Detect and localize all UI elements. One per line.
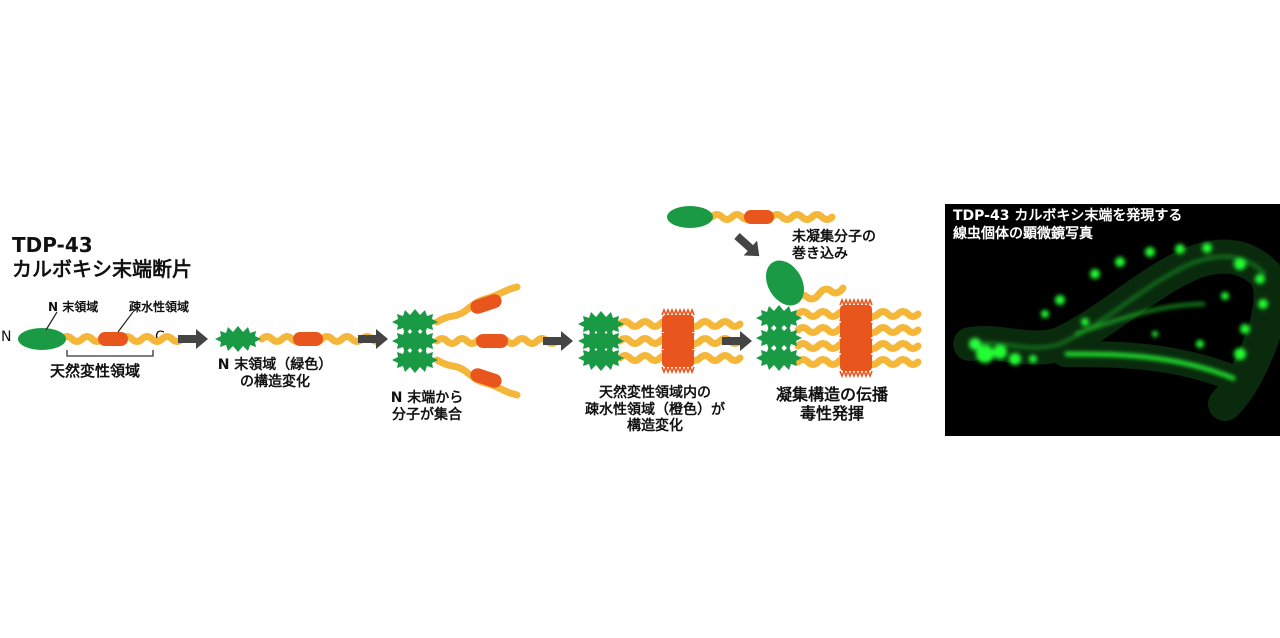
- hydrophobic-domain-label: 疎水性領域: [129, 300, 190, 314]
- micrograph-panel: TDP-43 カルボキシ末端を発現する 線虫個体の顕微鏡写真: [945, 204, 1280, 436]
- micrograph-caption: TDP-43 カルボキシ末端を発現する 線虫個体の顕微鏡写真: [953, 208, 1183, 242]
- step-3-molecules: [578, 309, 740, 373]
- step-3-caption: 天然変性領域内の 疎水性領域（橙色）が 構造変化: [585, 385, 725, 435]
- idr-label: 天然変性領域: [50, 362, 141, 380]
- step-arrow-4: [722, 331, 752, 351]
- step-1-caption: N 末領域（緑色） の構造変化: [217, 357, 333, 390]
- recruit-arrow: [730, 228, 766, 264]
- recruit-caption: 未凝集分子の 巻き込み: [792, 229, 876, 262]
- step-2-molecules: [392, 283, 557, 399]
- step-4-molecules: [756, 260, 918, 377]
- step-arrow-2: [358, 329, 388, 349]
- step-4-caption: 凝集構造の伝播 毒性発揮: [775, 385, 888, 423]
- free-molecule: [667, 206, 832, 228]
- worm-body: [953, 239, 1280, 421]
- step-arrow-1: [178, 329, 208, 349]
- aggregation-diagram: [18, 206, 945, 399]
- step-2-caption: N 末端から 分子が集合: [390, 390, 464, 423]
- step-1-molecule: [215, 326, 382, 352]
- fragment-molecule: [18, 311, 182, 357]
- step-arrow-3: [543, 331, 573, 351]
- fragment-title: TDP-43 カルボキシ末端断片: [12, 233, 192, 281]
- worm-micrograph: [953, 239, 1280, 421]
- n-end-label: N: [1, 329, 12, 345]
- n-terminal-domain-label: N 末領域: [48, 300, 99, 314]
- gfp-signal: [969, 243, 1268, 381]
